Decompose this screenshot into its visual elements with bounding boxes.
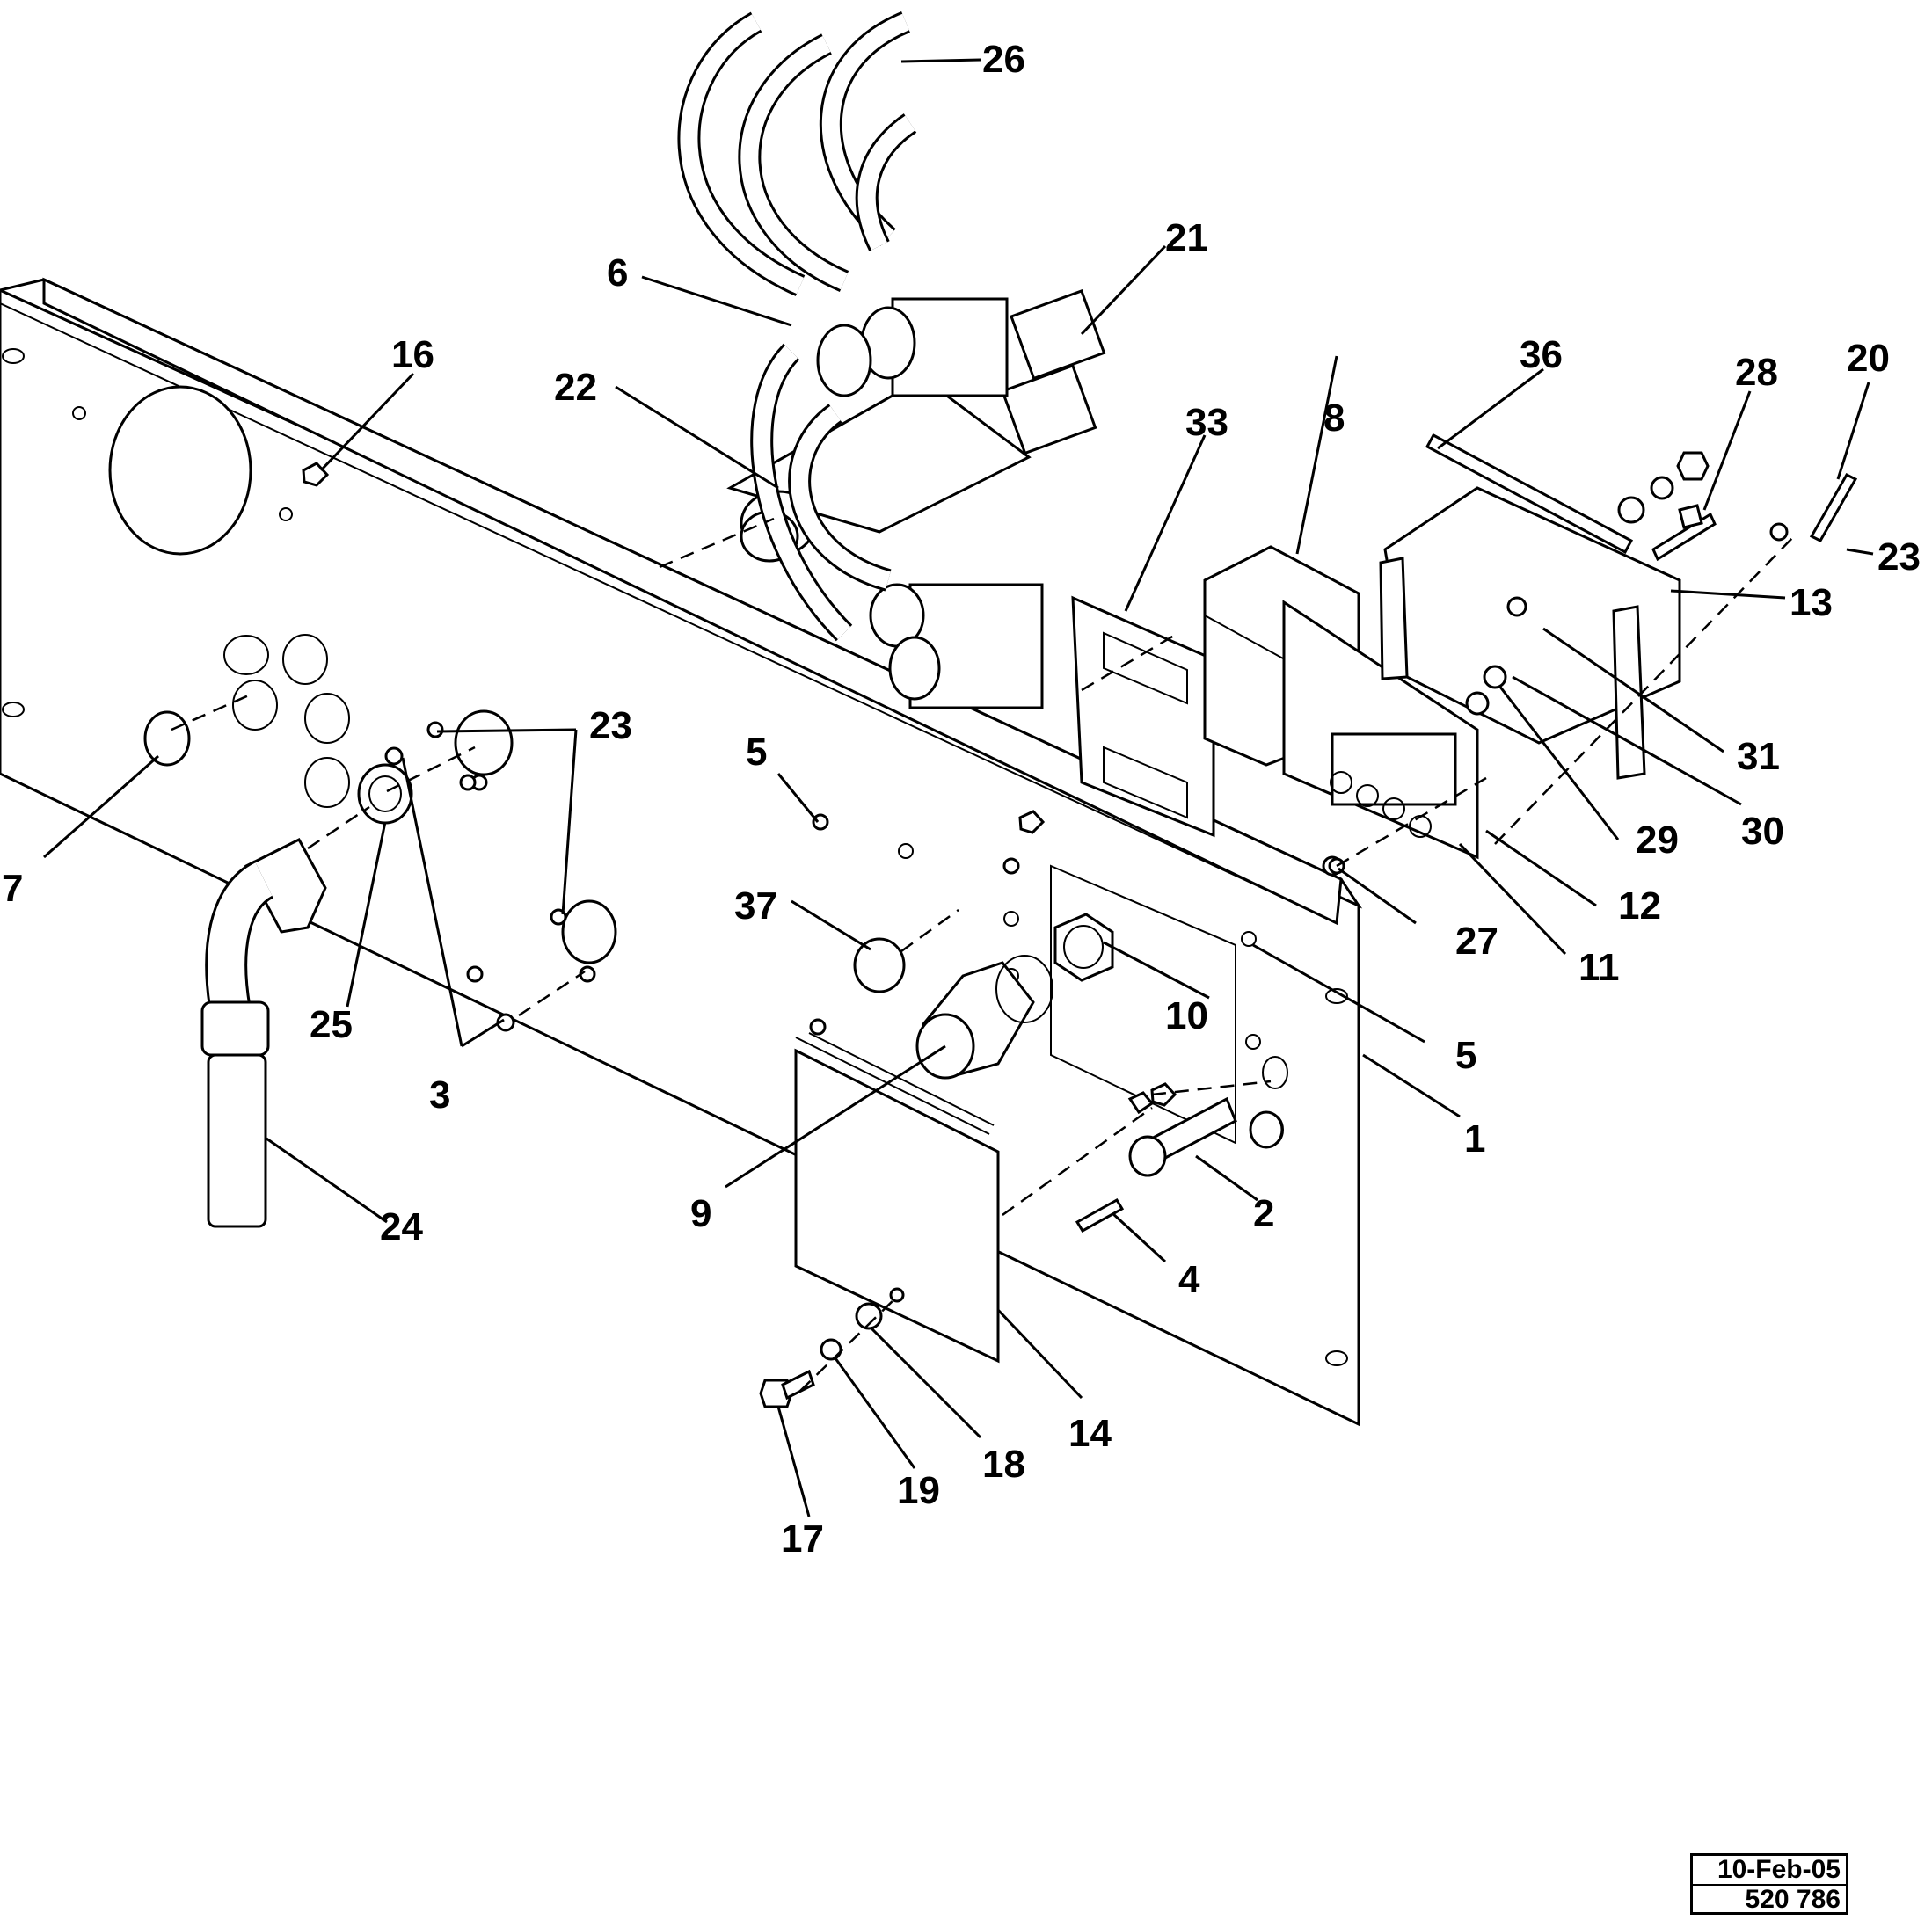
callout-6: 6 xyxy=(607,251,628,295)
panel-fasteners xyxy=(302,462,1345,1107)
washer xyxy=(357,763,413,825)
assembly-lines xyxy=(171,517,1795,1392)
plug-7 xyxy=(143,710,191,767)
cover-plate xyxy=(794,1032,1000,1364)
drawing-date: 10-Feb-05 xyxy=(1693,1856,1846,1886)
cover-fasteners xyxy=(759,1091,1155,1408)
callout-10: 10 xyxy=(1165,994,1208,1037)
main-panel xyxy=(0,277,1363,1427)
callout-5b: 5 xyxy=(1455,1034,1476,1077)
sub-plate xyxy=(1050,864,1236,1145)
callout-29: 29 xyxy=(1636,818,1679,862)
callout-24: 24 xyxy=(380,1205,423,1248)
callout-labels: 1 2 3 4 5 5 6 7 8 9 10 11 12 13 14 16 17… xyxy=(2,38,1921,1561)
terminal-board xyxy=(1282,600,1479,860)
callout-9: 9 xyxy=(690,1192,711,1235)
plug-37 xyxy=(853,937,906,993)
callout-1: 1 xyxy=(1464,1117,1485,1160)
fuse-holder xyxy=(1128,1096,1284,1177)
drawing-number: 520 786 xyxy=(1745,1885,1841,1914)
rod xyxy=(1425,433,1634,555)
callout-20: 20 xyxy=(1847,337,1890,380)
callout-26: 26 xyxy=(982,38,1025,81)
leader-lines xyxy=(43,58,1874,1517)
callout-11: 11 xyxy=(1578,946,1620,989)
callout-13: 13 xyxy=(1790,581,1833,624)
upper-right-fasteners xyxy=(1322,451,1858,877)
nut-10 xyxy=(1053,913,1114,982)
callout-22: 22 xyxy=(554,366,597,409)
callout-19: 19 xyxy=(897,1469,940,1512)
callout-17: 17 xyxy=(781,1517,824,1561)
callout-33: 33 xyxy=(1185,401,1228,444)
callout-5a: 5 xyxy=(746,731,767,774)
callout-23b: 23 xyxy=(1877,535,1921,578)
fuse xyxy=(1075,1197,1125,1233)
callout-3: 3 xyxy=(429,1073,450,1117)
callout-7: 7 xyxy=(2,867,23,910)
elbow-fitting xyxy=(200,838,327,1228)
callout-14: 14 xyxy=(1068,1412,1112,1455)
callout-8: 8 xyxy=(1323,397,1345,440)
callout-12: 12 xyxy=(1618,884,1661,928)
callout-31: 31 xyxy=(1737,735,1780,778)
callout-28: 28 xyxy=(1735,351,1778,394)
callout-4: 4 xyxy=(1178,1258,1200,1301)
callout-2: 2 xyxy=(1253,1192,1274,1235)
callout-37: 37 xyxy=(734,884,777,928)
callout-16: 16 xyxy=(391,333,434,376)
callout-36: 36 xyxy=(1520,333,1563,376)
callout-30: 30 xyxy=(1741,810,1784,853)
mounting-bracket xyxy=(1379,486,1681,780)
callout-23a: 23 xyxy=(589,704,632,747)
callout-18: 18 xyxy=(982,1443,1025,1486)
title-block: 10-Feb-05 520 786 xyxy=(1690,1853,1848,1915)
callout-21: 21 xyxy=(1165,216,1208,259)
callout-27: 27 xyxy=(1455,920,1498,963)
callout-25: 25 xyxy=(310,1003,353,1046)
